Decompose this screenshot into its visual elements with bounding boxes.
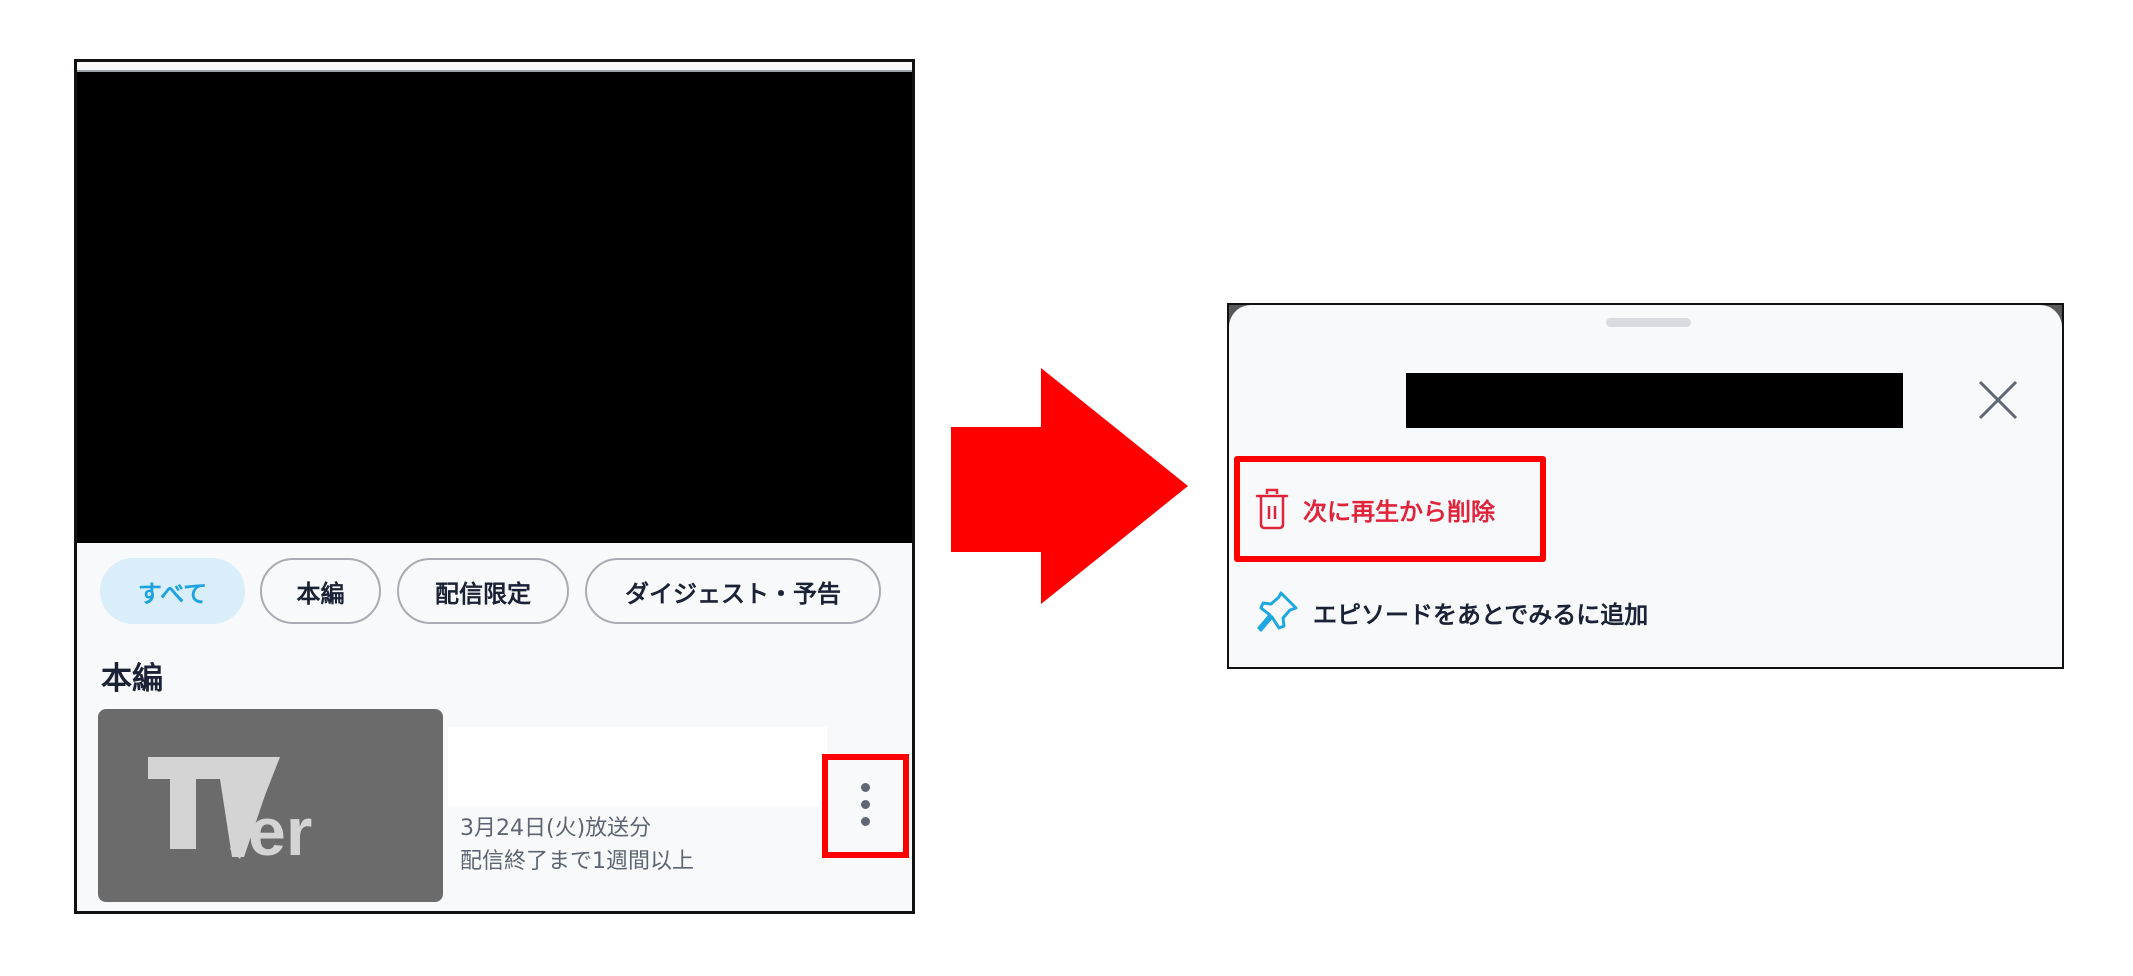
close-icon bbox=[1978, 380, 2018, 420]
tver-logo-icon: er bbox=[148, 757, 312, 864]
chip-label: すべて bbox=[137, 579, 208, 608]
menu-item-label: エピソードをあとでみるに追加 bbox=[1313, 600, 1649, 629]
episode-list-screen: すべて 本編 配信限定 ダイジェスト・予告 本編 er 3月24日(火)放送分 … bbox=[74, 59, 915, 914]
bottom-sheet-screen: 次に再生から削除 エピソードをあとでみるに追加 bbox=[1227, 303, 2064, 669]
chip-label: ダイジェスト・予告 bbox=[625, 579, 841, 608]
chip-label: 配信限定 bbox=[435, 579, 531, 608]
chip-all[interactable]: すべて bbox=[100, 558, 245, 624]
trash-icon bbox=[1255, 488, 1289, 530]
drag-handle[interactable] bbox=[1606, 318, 1691, 327]
chip-main[interactable]: 本編 bbox=[260, 558, 381, 624]
chip-exclusive[interactable]: 配信限定 bbox=[397, 558, 569, 624]
remove-from-up-next-button[interactable]: 次に再生から削除 bbox=[1255, 488, 1495, 530]
menu-item-label: 次に再生から削除 bbox=[1303, 497, 1495, 526]
add-to-watch-later-button[interactable]: エピソードをあとでみるに追加 bbox=[1255, 590, 1648, 634]
episode-title[interactable] bbox=[448, 727, 827, 807]
right-arrow-icon bbox=[951, 368, 1188, 604]
chip-digest-preview[interactable]: ダイジェスト・予告 bbox=[585, 558, 881, 624]
video-player[interactable] bbox=[77, 72, 912, 543]
more-options-button[interactable] bbox=[822, 754, 909, 858]
section-title: 本編 bbox=[101, 661, 163, 697]
svg-text:er: er bbox=[248, 794, 312, 864]
episode-thumbnail[interactable]: er bbox=[98, 709, 443, 902]
chip-label: 本編 bbox=[296, 579, 345, 608]
bottom-sheet: 次に再生から削除 エピソードをあとでみるに追加 bbox=[1229, 305, 2062, 667]
sheet-title bbox=[1406, 373, 1903, 428]
pin-icon bbox=[1257, 591, 1298, 632]
broadcast-date: 3月24日(火)放送分 bbox=[460, 816, 652, 841]
status-strip bbox=[77, 62, 912, 72]
highlight-box bbox=[1234, 456, 1546, 562]
close-button[interactable] bbox=[1978, 380, 2018, 420]
availability-text: 配信終了まで1週間以上 bbox=[460, 849, 694, 874]
